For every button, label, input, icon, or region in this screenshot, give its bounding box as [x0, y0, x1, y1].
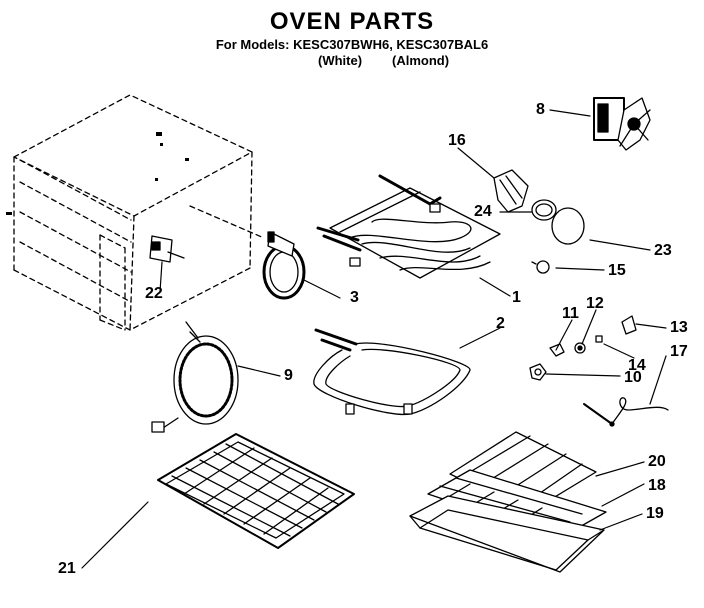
finish-almond: (Almond) [392, 53, 450, 68]
callout-21: 21 [58, 560, 76, 577]
callout-8: 8 [536, 101, 545, 118]
callout-3: 3 [350, 289, 359, 306]
small-hardware [529, 315, 637, 381]
callout-22: 22 [145, 285, 163, 302]
models-line: For Models: KESC307BWH6, KESC307BAL6 [215, 37, 489, 52]
fan-motor [593, 97, 651, 151]
callout-17: 17 [670, 343, 688, 360]
broil-element [316, 174, 501, 279]
callout-24: 24 [474, 203, 492, 220]
element-ring [262, 231, 306, 300]
cavity-leader [189, 205, 265, 239]
diagram-title: OVEN PARTS [269, 8, 435, 35]
temperature-sensor [583, 397, 669, 427]
callout-2: 2 [496, 315, 505, 332]
callout-12: 12 [586, 295, 604, 312]
oven-cavity [13, 94, 253, 331]
finish-white: (White) [318, 53, 363, 68]
callout-14: 14 [628, 357, 646, 374]
light-bracket [149, 235, 185, 263]
callout-15: 15 [608, 262, 626, 279]
callout-16: 16 [448, 132, 466, 149]
broiler-pan-set [409, 431, 607, 573]
callout-13: 13 [670, 319, 688, 336]
fan-cover [151, 321, 239, 433]
oven-light [493, 169, 585, 274]
callout-11: 11 [562, 305, 579, 322]
leader-lines [81, 109, 667, 569]
callout-20: 20 [648, 453, 666, 470]
callout-1: 1 [512, 289, 521, 306]
callout-10: 10 [624, 369, 642, 386]
callout-9: 9 [284, 367, 293, 384]
bake-element [313, 328, 471, 416]
callout-18: 18 [648, 477, 666, 494]
callout-23: 23 [654, 242, 672, 259]
callout-19: 19 [646, 505, 664, 522]
oven-rack [157, 433, 355, 549]
